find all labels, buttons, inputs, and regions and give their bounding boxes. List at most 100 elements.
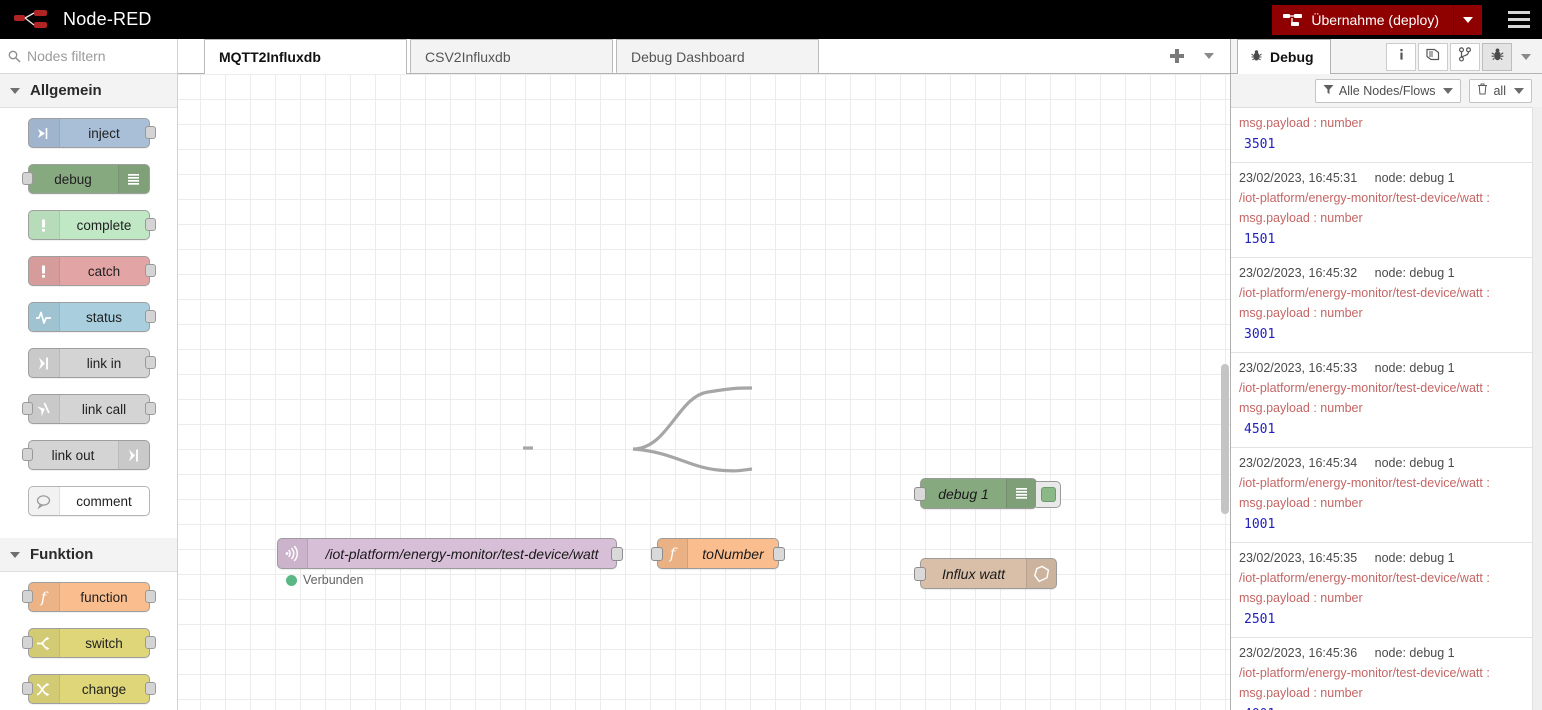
debug-timestamp: 23/02/2023, 16:45:33 xyxy=(1239,361,1358,375)
debug-topic: /iot-platform/energy-monitor/test-device… xyxy=(1239,381,1490,395)
node-input-port[interactable] xyxy=(651,547,663,561)
sidebar-tool-config[interactable] xyxy=(1450,43,1480,71)
palette-node-catch[interactable]: catch xyxy=(27,256,156,286)
debug-message-meta: 23/02/2023, 16:45:32 node: debug 1 xyxy=(1239,263,1533,283)
debug-lines-icon xyxy=(1006,479,1036,508)
debug-message[interactable]: 23/02/2023, 16:45:33 node: debug 1/iot-p… xyxy=(1231,353,1542,448)
chevron-down-icon xyxy=(1463,16,1473,23)
debug-message[interactable]: 23/02/2023, 16:45:35 node: debug 1/iot-p… xyxy=(1231,543,1542,638)
main-menu-button[interactable] xyxy=(1496,0,1542,39)
debug-property: msg.payload : number xyxy=(1239,591,1363,605)
palette-node-link-out[interactable]: link out xyxy=(21,440,150,470)
wire-tonumber-influx xyxy=(632,447,753,473)
palette-node-label: comment xyxy=(76,493,132,509)
palette-category-funktion[interactable]: Funktion xyxy=(0,538,177,572)
link-call-icon xyxy=(28,395,60,423)
palette-node-link-in[interactable]: link in xyxy=(27,348,156,378)
debug-message[interactable]: 23/02/2023, 16:45:36 node: debug 1/iot-p… xyxy=(1231,638,1542,710)
palette-category-allgemein[interactable]: Allgemein xyxy=(0,74,177,108)
hamburger-menu-icon xyxy=(1508,25,1530,28)
palette-node-complete[interactable]: complete xyxy=(27,210,156,240)
palette-category-label: Funktion xyxy=(30,546,94,563)
debug-timestamp: 23/02/2023, 16:45:34 xyxy=(1239,456,1358,470)
tab-debug[interactable]: Debug xyxy=(1237,39,1331,74)
flow-canvas[interactable]: /iot-platform/energy-monitor/test-device… xyxy=(178,74,1230,710)
inject-arrow-icon xyxy=(28,119,60,147)
sidebar-tool-help[interactable] xyxy=(1418,43,1448,71)
node-input-port[interactable] xyxy=(914,567,926,581)
sidebar-tool-debug[interactable] xyxy=(1482,43,1512,71)
add-flow-button[interactable] xyxy=(1162,41,1192,71)
palette-node-link-call[interactable]: link call xyxy=(21,394,156,424)
node-output-port[interactable] xyxy=(144,126,156,139)
book-icon xyxy=(1425,47,1441,67)
palette-node-debug[interactable]: debug xyxy=(21,164,150,194)
node-output-port[interactable] xyxy=(144,590,156,603)
node-input-port[interactable] xyxy=(21,682,33,695)
debug-scroll-gutter[interactable] xyxy=(1532,107,1542,710)
search-input[interactable] xyxy=(27,48,169,64)
sidebar-tools-menu-button[interactable] xyxy=(1514,43,1538,71)
node-output-port[interactable] xyxy=(144,402,156,415)
flow-node-mqtt-in[interactable]: /iot-platform/energy-monitor/test-device… xyxy=(277,538,623,587)
node-input-port[interactable] xyxy=(21,636,33,649)
node-input-port[interactable] xyxy=(21,448,33,461)
switch-fork-icon xyxy=(28,629,60,657)
canvas-vertical-scrollbar[interactable] xyxy=(1221,364,1229,514)
flow-node-label: /iot-platform/energy-monitor/test-device… xyxy=(325,545,599,562)
node-input-port[interactable] xyxy=(21,172,33,185)
chevron-down-icon xyxy=(1443,87,1454,94)
sidebar-tool-buttons xyxy=(1386,43,1542,73)
flow-node-debug1[interactable]: debug 1 xyxy=(914,478,1061,509)
flow-list-button[interactable] xyxy=(1194,41,1224,71)
sidebar-tool-info[interactable] xyxy=(1386,43,1416,71)
mqtt-signal-icon xyxy=(278,539,308,568)
node-output-port[interactable] xyxy=(144,264,156,277)
debug-message[interactable]: 23/02/2023, 16:45:31 node: debug 1/iot-p… xyxy=(1231,163,1542,258)
node-output-port[interactable] xyxy=(144,218,156,231)
palette-node-change[interactable]: change xyxy=(21,674,156,704)
debug-message[interactable]: 23/02/2023, 16:45:34 node: debug 1/iot-p… xyxy=(1231,448,1542,543)
node-palette: Allgemein inject debug complete catch status l… xyxy=(0,39,178,710)
funnel-icon xyxy=(1323,84,1334,98)
flow-tab-csv2influxdb[interactable]: CSV2Influxdb xyxy=(410,39,613,73)
node-output-port[interactable] xyxy=(144,310,156,323)
debug-clear-button[interactable]: all xyxy=(1469,78,1532,103)
node-input-port[interactable] xyxy=(21,590,33,603)
debug-node-toggle[interactable] xyxy=(1036,481,1061,508)
node-output-port[interactable] xyxy=(773,547,785,561)
svg-text:f: f xyxy=(40,589,49,606)
link-in-icon xyxy=(28,349,60,377)
palette-node-comment[interactable]: comment xyxy=(27,486,150,516)
debug-value: 3001 xyxy=(1244,327,1276,342)
deploy-button[interactable]: Übernahme (deploy) xyxy=(1272,4,1454,35)
node-output-port[interactable] xyxy=(611,547,623,561)
flow-tab-mqtt2influxdb[interactable]: MQTT2Influxdb xyxy=(204,39,407,74)
node-output-port[interactable] xyxy=(144,636,156,649)
debug-filter-select[interactable]: Alle Nodes/Flows xyxy=(1314,78,1462,103)
palette-node-label: catch xyxy=(87,263,121,279)
flow-node-label: Influx watt xyxy=(941,565,1006,582)
debug-value: 3501 xyxy=(1244,137,1276,152)
debug-property: msg.payload : number xyxy=(1239,401,1363,415)
palette-node-label: inject xyxy=(88,125,120,141)
node-input-port[interactable] xyxy=(914,487,926,501)
node-input-port[interactable] xyxy=(21,402,33,415)
flow-node-influx-watt[interactable]: Influx watt xyxy=(914,558,1057,589)
debug-message[interactable]: 23/02/2023, 16:45:32 node: debug 1/iot-p… xyxy=(1231,258,1542,353)
palette-node-switch[interactable]: switch xyxy=(21,628,156,658)
palette-node-inject[interactable]: inject xyxy=(27,118,156,148)
deploy-group: Übernahme (deploy) xyxy=(1272,4,1482,35)
palette-node-status[interactable]: status xyxy=(27,302,156,332)
deploy-options-button[interactable] xyxy=(1454,4,1482,35)
node-output-port[interactable] xyxy=(144,356,156,369)
node-output-port[interactable] xyxy=(144,682,156,695)
flow-tab-debug-dashboard[interactable]: Debug Dashboard xyxy=(616,39,819,73)
palette-node-label: switch xyxy=(85,635,123,651)
svg-text:f: f xyxy=(669,545,678,562)
